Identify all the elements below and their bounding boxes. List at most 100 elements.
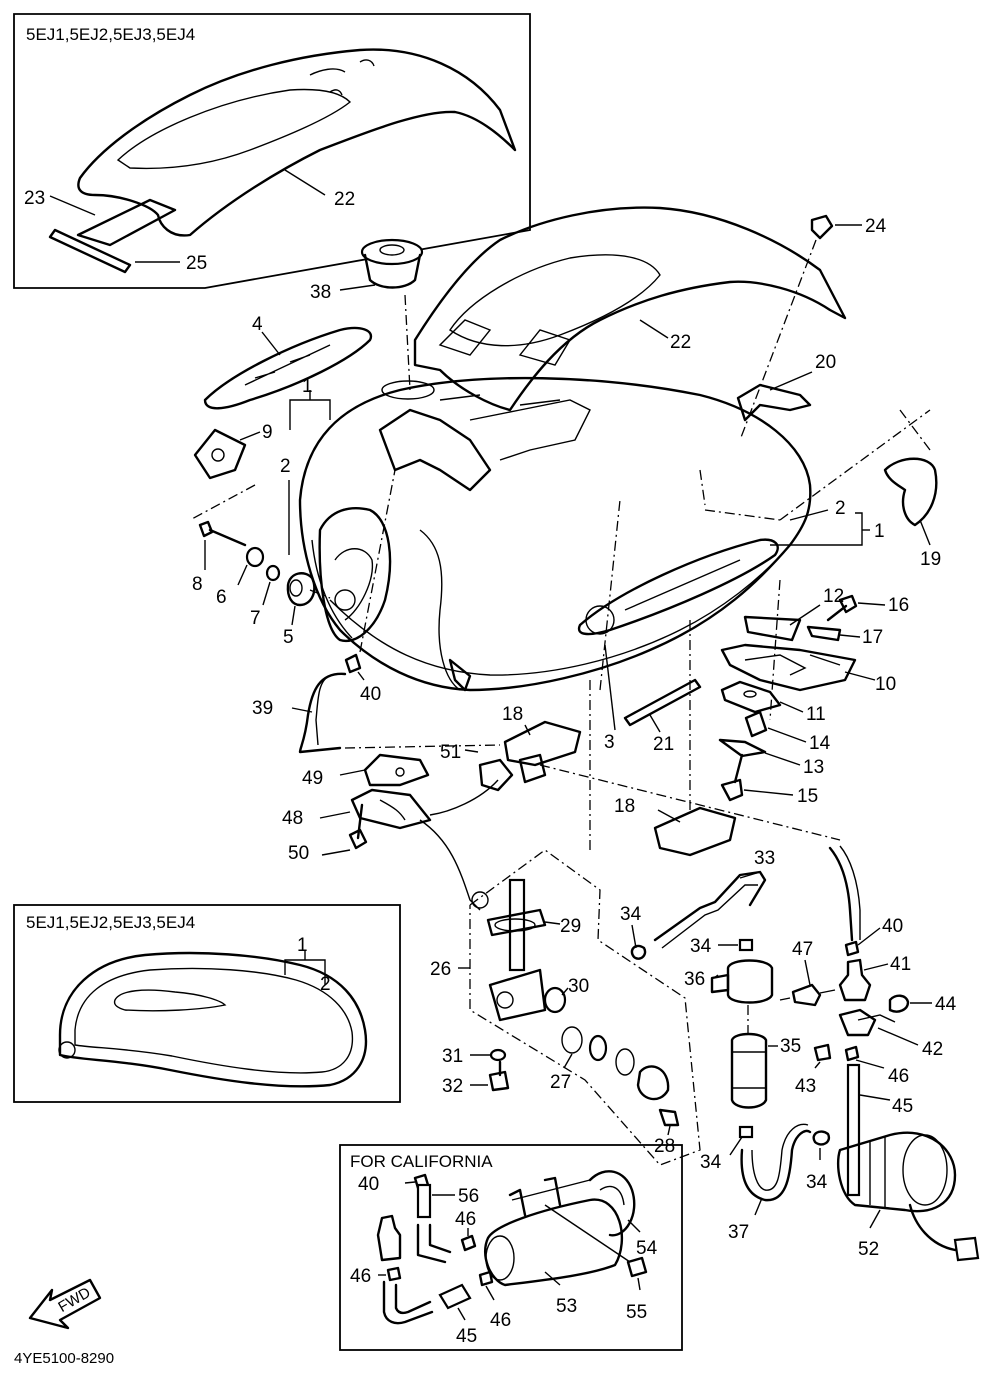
fuel-line-33-37: 33 34 34 36 35 37 34 34: [620, 845, 861, 1243]
callout-46-ca-a: 46: [455, 1209, 476, 1230]
california-box: FOR CALIFORNIA 40 56 46 46 46 45: [339, 1144, 683, 1351]
callout-24: 24: [865, 216, 887, 237]
callout-35: 35: [780, 1036, 801, 1057]
fittings-40-47: 40 41 47 44 42 43 46 45: [779, 916, 957, 1197]
hose-39: 39 40: [252, 469, 501, 754]
callout-5: 5: [283, 627, 294, 648]
callout-7: 7: [250, 608, 261, 629]
callout-23: 23: [24, 188, 45, 209]
mount-bolt-group-5-8: 8 6 7 5: [192, 520, 331, 648]
callout-38: 38: [310, 282, 331, 303]
tank-cover-inset-22: [77, 48, 517, 237]
inset-box-middle-left: 5EJ1,5EJ2,5EJ3,5EJ4 1 2: [13, 904, 401, 1103]
callout-14: 14: [809, 733, 831, 754]
drawing-code: 4YE5100-8290: [14, 1350, 114, 1367]
callout-40-upper: 40: [360, 684, 381, 705]
callout-20: 20: [815, 352, 836, 373]
callout-2-right: 2: [835, 498, 846, 519]
callout-56: 56: [458, 1186, 479, 1207]
callout-55: 55: [626, 1302, 647, 1323]
fuel-cock-group-26: 26 29 30 27 28 31 32: [430, 680, 701, 1166]
callout-34-b: 34: [690, 936, 712, 957]
inset-middle-left-title: 5EJ1,5EJ2,5EJ3,5EJ4: [26, 913, 195, 932]
callout-49: 49: [302, 768, 323, 789]
strip-3-21: 3 21: [604, 644, 702, 755]
callout-9: 9: [262, 422, 273, 443]
callout-19: 19: [920, 549, 941, 570]
callout-50: 50: [288, 843, 309, 864]
callout-1-inset: 1: [297, 935, 308, 956]
callout-16: 16: [888, 595, 909, 616]
inset-box-top-left: 5EJ1,5EJ2,5EJ3,5EJ4 23 22 25: [13, 13, 531, 289]
california-title: FOR CALIFORNIA: [350, 1152, 493, 1171]
fuel-sender-48-51: 49 48 50 51: [282, 742, 841, 911]
fuel-tank-1: [298, 376, 931, 692]
callout-31: 31: [442, 1046, 463, 1067]
callout-8: 8: [192, 574, 203, 595]
callout-46-ca-c: 46: [490, 1310, 511, 1331]
callout-46-ca-b: 46: [350, 1266, 371, 1287]
emblem-4: 4: [203, 314, 373, 410]
callout-39: 39: [252, 698, 273, 719]
callout-33: 33: [754, 848, 775, 869]
callout-1-left: 1: [302, 376, 313, 397]
callout-21: 21: [653, 734, 674, 755]
callout-30: 30: [568, 976, 589, 997]
pads-18: 18 18: [502, 620, 737, 857]
callout-18-lower: 18: [614, 796, 635, 817]
callout-12: 12: [823, 586, 844, 607]
callout-group-1-right: 2 1: [770, 498, 885, 546]
callout-40-ca: 40: [358, 1174, 379, 1195]
cover-19: 19: [883, 409, 941, 570]
callout-27: 27: [550, 1072, 571, 1093]
bracket-20: 20: [736, 352, 836, 422]
callout-group-1-left: 1 2: [280, 376, 331, 555]
callout-46-right: 46: [888, 1066, 909, 1087]
fuel-cap-38: 38: [310, 238, 424, 391]
inset-top-left-title: 5EJ1,5EJ2,5EJ3,5EJ4: [26, 25, 195, 44]
fwd-arrow: FWD: [28, 1278, 102, 1330]
callout-4: 4: [252, 314, 263, 335]
callout-40-right: 40: [882, 916, 903, 937]
callout-15: 15: [797, 786, 818, 807]
callout-28: 28: [654, 1136, 675, 1157]
callout-45-right: 45: [892, 1096, 913, 1117]
bracket-9: 9: [189, 422, 273, 521]
callout-13: 13: [803, 757, 824, 778]
callout-34-d: 34: [806, 1172, 828, 1193]
callout-34-a: 34: [620, 904, 642, 925]
callout-18-upper: 18: [502, 704, 523, 725]
callout-17: 17: [862, 627, 883, 648]
callout-47: 47: [792, 939, 813, 960]
callout-11: 11: [806, 704, 826, 725]
callout-34-c: 34: [700, 1152, 722, 1173]
callout-2-left: 2: [280, 456, 291, 477]
callout-45-ca: 45: [456, 1326, 477, 1347]
callout-22: 22: [670, 332, 691, 353]
callout-41: 41: [890, 954, 911, 975]
tank-cover-22: 22: [413, 206, 847, 412]
callout-43: 43: [795, 1076, 816, 1097]
callout-36: 36: [684, 969, 705, 990]
callout-37: 37: [728, 1222, 749, 1243]
callout-22-inset: 22: [334, 189, 355, 210]
callout-48: 48: [282, 808, 303, 829]
callout-26: 26: [430, 959, 451, 980]
callout-51: 51: [440, 742, 461, 763]
rear-mount-hardware-10-17: 12 16 17 10 11 14 13 15: [718, 579, 909, 807]
callout-42: 42: [922, 1039, 943, 1060]
callout-2-inset: 2: [320, 974, 331, 995]
callout-6: 6: [216, 587, 227, 608]
callout-54: 54: [636, 1238, 658, 1259]
screw-24: 24: [739, 214, 887, 441]
callout-10: 10: [875, 674, 896, 695]
callout-44: 44: [935, 994, 957, 1015]
callout-53: 53: [556, 1296, 577, 1317]
callout-32: 32: [442, 1076, 463, 1097]
callout-1-right: 1: [874, 521, 885, 542]
callout-25: 25: [186, 253, 207, 274]
callout-3: 3: [604, 732, 615, 753]
fuel-pump-52: 52: [836, 1131, 980, 1262]
callout-29: 29: [560, 916, 581, 937]
